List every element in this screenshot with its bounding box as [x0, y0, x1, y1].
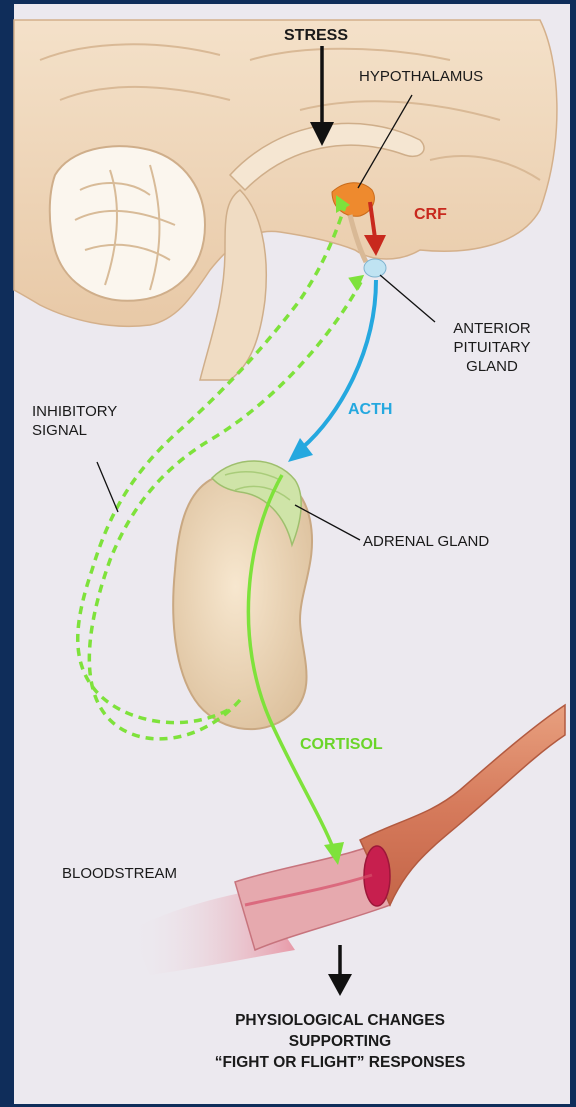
hypothalamus-label: HYPOTHALAMUS: [359, 67, 483, 86]
result-line-1: PHYSIOLOGICAL CHANGES: [170, 1010, 510, 1031]
result-label: PHYSIOLOGICAL CHANGES SUPPORTING “FIGHT …: [170, 1010, 510, 1073]
kidney-adrenal-illustration: [173, 461, 312, 729]
crf-label: CRF: [414, 205, 447, 224]
adrenal-gland-label: ADRENAL GLAND: [363, 532, 489, 551]
inhibitory-signal-line-1: INHIBITORY: [32, 402, 117, 421]
inhibitory-signal-label: INHIBITORY SIGNAL: [32, 402, 117, 440]
anterior-pituitary-line-1: ANTERIOR: [428, 319, 556, 338]
anterior-pituitary-line-3: GLAND: [428, 357, 556, 376]
stress-label: STRESS: [284, 26, 348, 45]
acth-label: ACTH: [348, 400, 392, 419]
anterior-pituitary-line-2: PITUITARY: [428, 338, 556, 357]
cortisol-label: CORTISOL: [300, 735, 383, 754]
result-line-3: “FIGHT OR FLIGHT” RESPONSES: [170, 1052, 510, 1073]
inhibitory-signal-line-2: SIGNAL: [32, 421, 117, 440]
bloodstream-label: BLOODSTREAM: [62, 864, 177, 883]
anterior-pituitary-label: ANTERIOR PITUITARY GLAND: [428, 319, 556, 376]
result-line-2: SUPPORTING: [170, 1031, 510, 1052]
